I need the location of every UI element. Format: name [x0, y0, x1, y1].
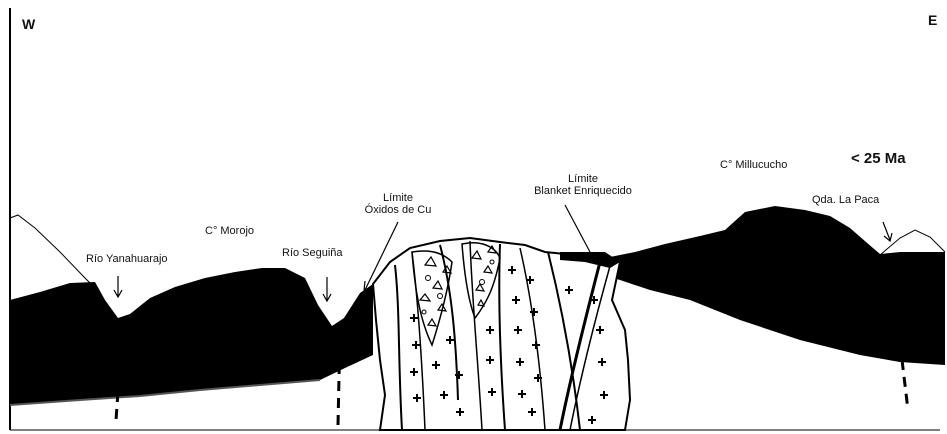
limite-oxidos-label-line1: Límite	[383, 192, 413, 204]
age-label: < 25 Ma	[851, 153, 906, 165]
qda-la-paca-label: Qda. La Paca	[812, 194, 879, 206]
arrow-seguina	[323, 277, 331, 301]
west-volcanic-cover	[10, 268, 373, 405]
arrow-la-paca	[883, 222, 892, 241]
rio-seguina-label: Río Seguiña	[282, 247, 343, 259]
cerro-morojo-label: C° Morojo	[205, 225, 254, 237]
arrow-blanket-limit	[565, 205, 590, 252]
limite-blanket-label-line2: Blanket Enriquecido	[534, 185, 632, 197]
east-profile-line	[880, 230, 945, 255]
limite-oxidos-label-line2: Óxidos de Cu	[365, 204, 432, 216]
west-label: W	[22, 18, 35, 30]
east-label: E	[928, 14, 937, 26]
rio-yanahuarajo-label: Río Yanahuarajo	[86, 253, 168, 265]
east-volcanic-cover	[605, 206, 945, 365]
limite-blanket-label-line1: Límite	[568, 173, 598, 185]
arrow-yanahuarajo	[114, 276, 122, 297]
cerro-millucucho-label: C° Millucucho	[720, 159, 787, 171]
